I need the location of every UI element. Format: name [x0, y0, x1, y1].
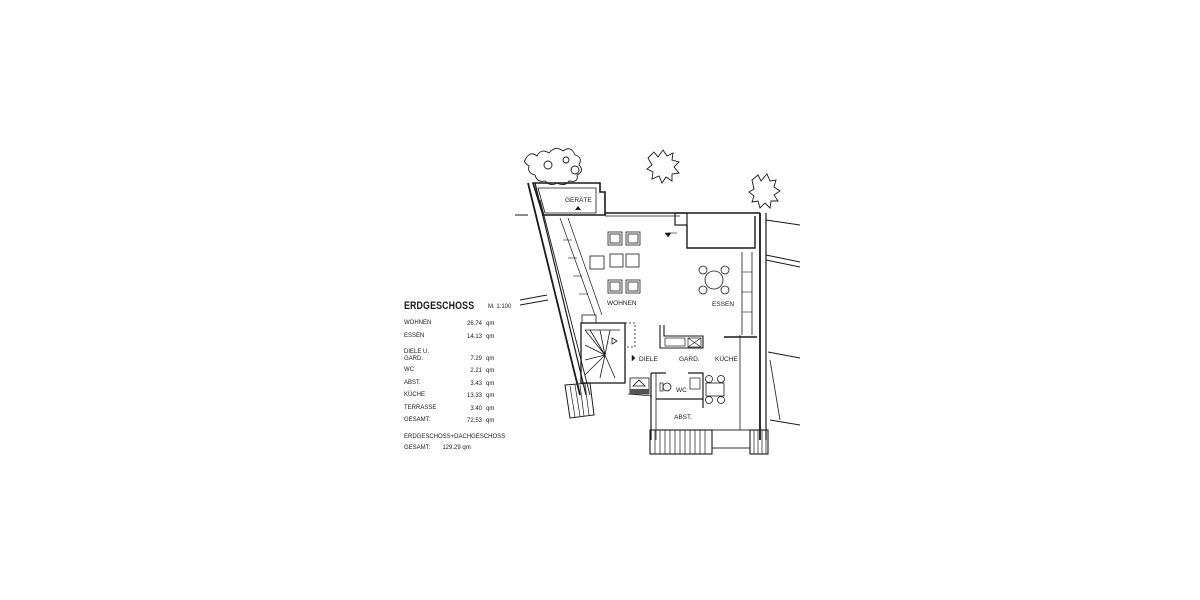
scale-label: M. 1:100	[488, 304, 512, 310]
exterior-wall-right	[739, 213, 801, 440]
label-essen: ESSEN	[712, 301, 734, 308]
area-row-total: GESAMT: 72.53 qm	[404, 417, 495, 424]
area-row-kueche: KÜCHE 13.33 qm	[404, 392, 495, 399]
legend-header: ERDGESCHOSS M. 1:100	[404, 300, 514, 312]
label-wohnen: WOHNEN	[607, 300, 637, 307]
label-kueche: KÜCHE	[715, 355, 738, 363]
living-room-seating-icon	[589, 231, 641, 294]
shrub-right-icon	[748, 173, 781, 209]
area-row-abst: ABST. 3.43 qm	[404, 379, 495, 387]
combined-label: ERDGESCHOSS+DACHGESCHOSS	[404, 433, 506, 440]
window-left	[563, 239, 588, 295]
area-row-wohnen: WOHNEN 26.74 qm	[404, 320, 495, 327]
combined-total: ERDGESCHOSS+DACHGESCHOSS GESAMT: 129.29 …	[404, 432, 514, 454]
shrub-left-icon	[524, 148, 582, 186]
label-abstell: ABST.	[674, 414, 692, 421]
terrace	[649, 429, 769, 455]
label-diele: DIELE	[639, 356, 658, 363]
area-legend: ERDGESCHOSS M. 1:100 WOHNEN 26.74 qm ESS…	[404, 300, 514, 454]
combined-total-value: 129.29 qm	[442, 444, 471, 451]
exterior-wall-left	[527, 182, 603, 396]
garderobe-unit	[659, 325, 704, 349]
label-geraete: GERÄTE	[565, 196, 592, 204]
area-row-diele: DIELE U. GARD. 7.29 qm	[404, 349, 495, 362]
entry-steps	[564, 382, 595, 419]
area-row-terrasse: TERRASSE 3.40 qm	[404, 404, 495, 412]
exterior-wall-top	[605, 212, 760, 249]
kitchen-table-icon	[705, 375, 725, 404]
floor-title: ERDGESCHOSS	[404, 300, 475, 312]
area-table: WOHNEN 26.74 qm ESSEN 14.13 qm DIELE U. …	[404, 320, 514, 430]
area-row-essen: ESSEN 14.13 qm	[404, 332, 495, 340]
combined-total-label: GESAMT:	[404, 444, 431, 451]
label-wc: WC	[676, 387, 687, 394]
wc-room	[650, 372, 704, 440]
label-garderobe: GARD.	[679, 356, 700, 363]
room-labels: GERÄTE WOHNEN ESSEN DIELE GARD. KÜCHE WC…	[565, 196, 738, 421]
dining-table-icon	[698, 265, 730, 295]
entry-mat-icon	[629, 377, 650, 395]
staircase	[580, 314, 636, 384]
area-row-wc: WC 2.21 qm	[404, 367, 495, 374]
shrub-center-icon	[646, 149, 680, 184]
